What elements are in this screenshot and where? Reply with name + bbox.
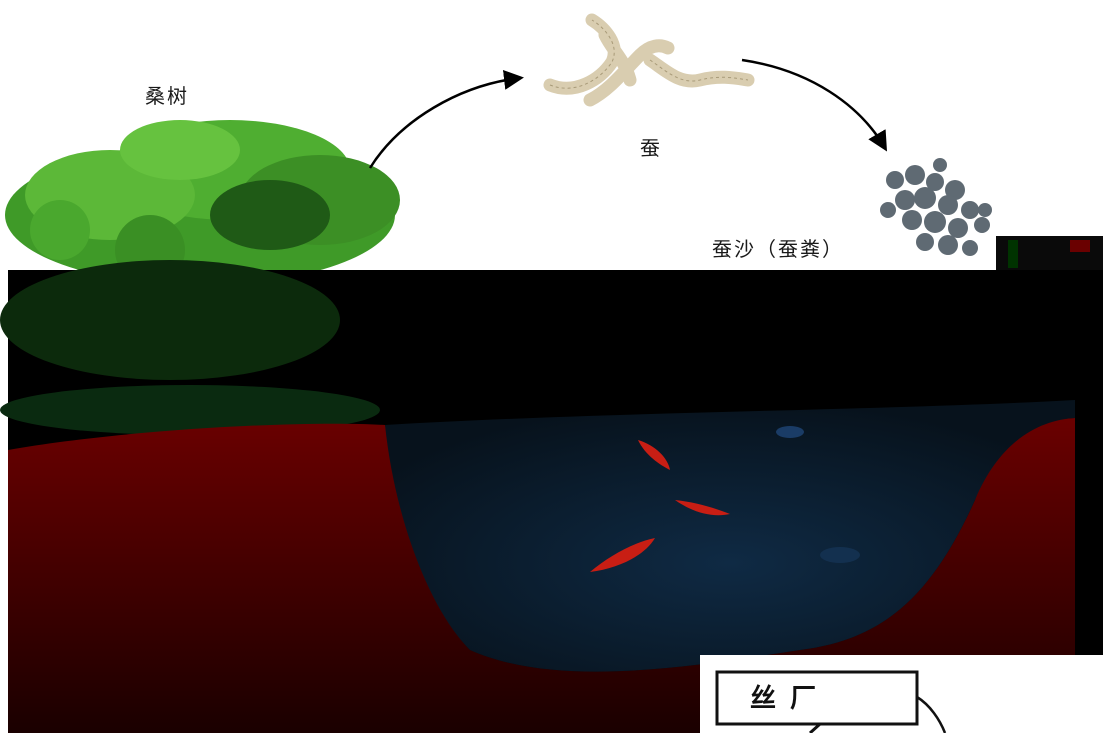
silkworm-droppings-icon [880,158,992,256]
mulberry-label: 桑树 [145,84,189,108]
mulberry-tree-icon [5,120,400,285]
silkworm-waste-label: 蚕沙（蚕粪） [712,237,844,261]
silk-factory-label: 丝厂 [750,684,831,714]
fish-icon [590,440,730,572]
silkworm-icon [543,13,755,107]
cycle-arrow-icon [368,69,524,169]
silkworm-label: 蚕 [640,136,662,160]
cycle-arrow-icon [741,58,888,152]
